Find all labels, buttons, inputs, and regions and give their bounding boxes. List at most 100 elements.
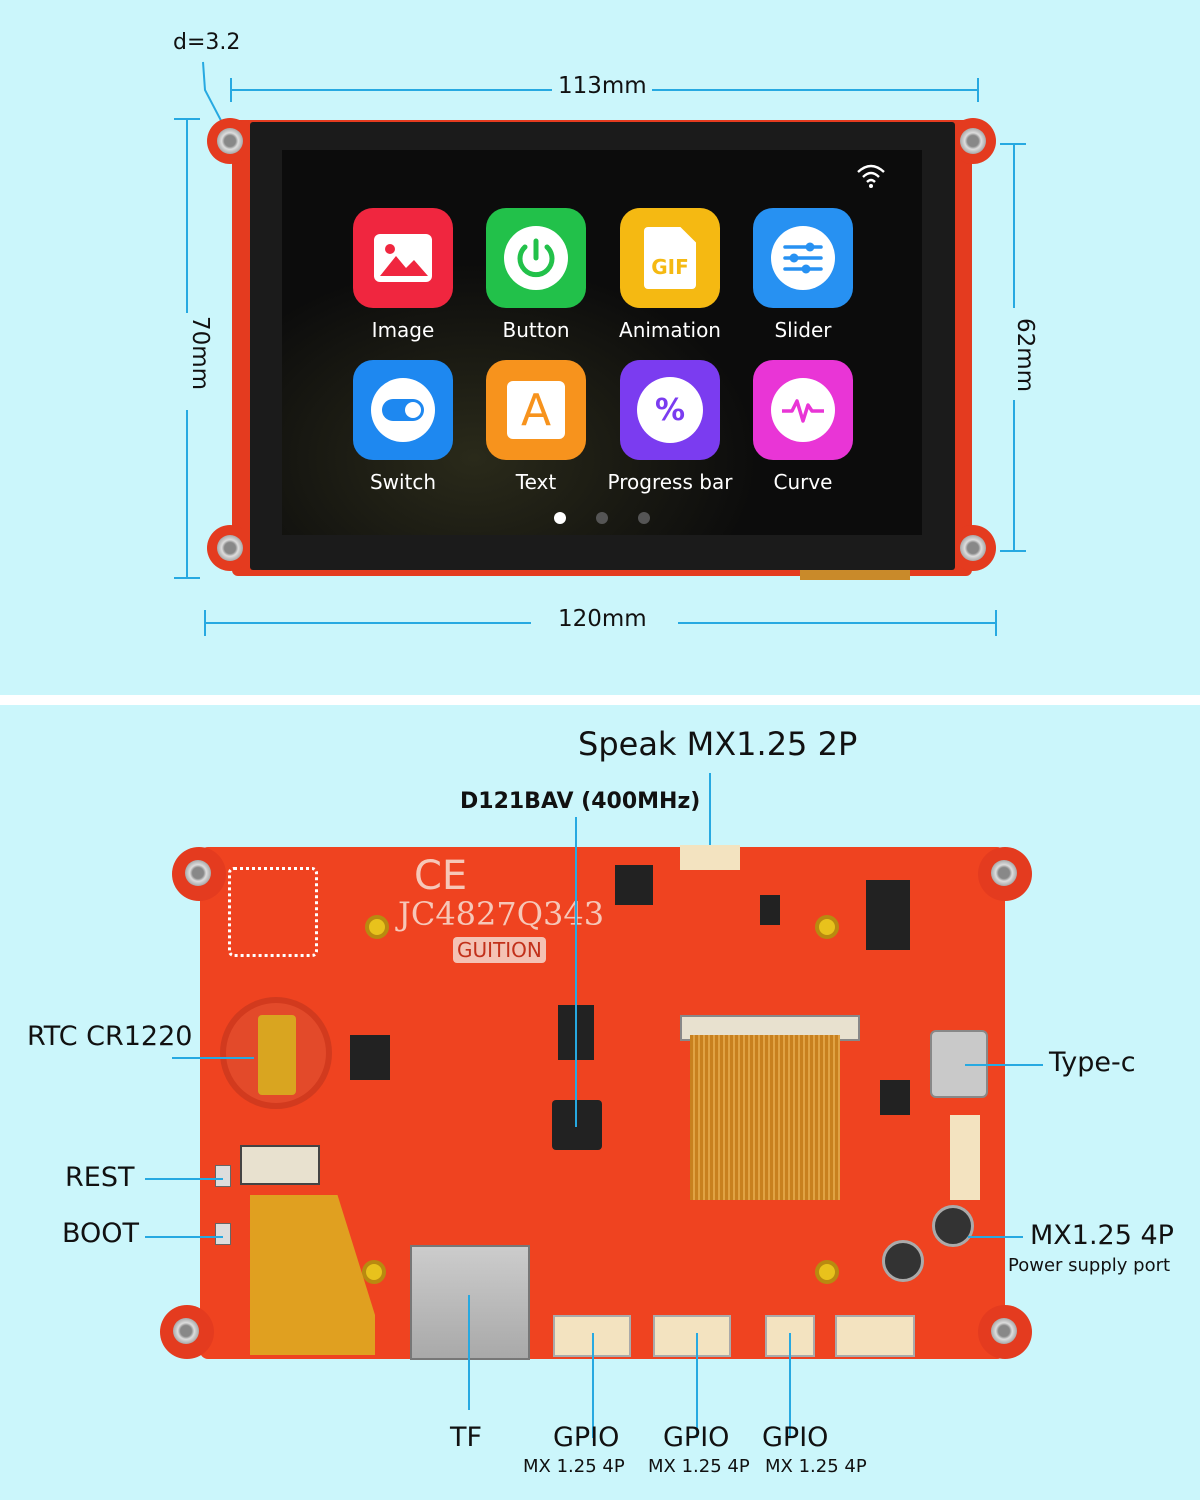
image-icon bbox=[374, 234, 432, 282]
power-port-label: MX1.25 4P bbox=[1030, 1220, 1174, 1251]
mcu-chip bbox=[552, 1100, 602, 1150]
side-connector bbox=[950, 1115, 980, 1200]
ic bbox=[880, 1080, 910, 1115]
app-label: Animation bbox=[619, 318, 721, 342]
chip-label: D121BAV (400MHz) bbox=[460, 789, 701, 814]
ic bbox=[350, 1035, 390, 1080]
dim-tick bbox=[1000, 143, 1026, 145]
type-c-label: Type-c bbox=[1049, 1047, 1136, 1078]
hole-diameter-label: d=3.2 bbox=[173, 30, 241, 55]
dim-line bbox=[1013, 143, 1015, 308]
leader-line bbox=[789, 1333, 791, 1438]
model-silkscreen: JC4827Q343 bbox=[398, 895, 605, 933]
power-port-sublabel: Power supply port bbox=[1008, 1255, 1171, 1276]
dim-tick bbox=[977, 78, 979, 102]
power-connector bbox=[835, 1315, 915, 1357]
app-label: Slider bbox=[774, 318, 832, 342]
app-label: Button bbox=[502, 318, 570, 342]
gif-icon: GIF bbox=[644, 227, 696, 289]
hole-leader-line bbox=[202, 61, 228, 133]
board-width-label: 120mm bbox=[558, 606, 647, 632]
screw-pad bbox=[815, 915, 839, 939]
screw-pad bbox=[362, 1260, 386, 1284]
app-progress-bar[interactable]: % bbox=[620, 360, 720, 460]
antenna-pad bbox=[228, 867, 318, 957]
app-image[interactable] bbox=[353, 208, 453, 308]
dim-line bbox=[678, 622, 996, 624]
brand-logo: GUITION bbox=[453, 937, 546, 963]
dim-tick bbox=[174, 118, 200, 120]
gpio-sublabel: MX 1.25 4P bbox=[648, 1456, 750, 1477]
screw-pad bbox=[815, 1260, 839, 1284]
pulse-icon bbox=[771, 378, 835, 442]
ic bbox=[760, 895, 780, 925]
leader-line bbox=[696, 1333, 698, 1438]
leader-line bbox=[145, 1236, 223, 1238]
app-switch[interactable] bbox=[353, 360, 453, 460]
app-curve[interactable] bbox=[753, 360, 853, 460]
screen-height-label: 62mm bbox=[1012, 317, 1039, 393]
leader-line bbox=[968, 1236, 1023, 1238]
dim-line bbox=[186, 410, 188, 578]
mount-hole bbox=[185, 860, 211, 886]
dim-line bbox=[206, 622, 531, 624]
mount-hole bbox=[217, 535, 243, 561]
dim-tick bbox=[1000, 550, 1026, 552]
gpio-sublabel: MX 1.25 4P bbox=[765, 1456, 867, 1477]
text-icon: A bbox=[507, 381, 565, 439]
ribbon-cable bbox=[690, 1035, 840, 1200]
gpio-label: GPIO bbox=[663, 1422, 730, 1453]
boot-button[interactable] bbox=[215, 1223, 231, 1245]
app-label: Switch bbox=[369, 470, 437, 494]
flex-cable bbox=[800, 568, 910, 580]
leader-line bbox=[172, 1057, 254, 1059]
fpc-connector bbox=[240, 1145, 320, 1185]
dim-tick bbox=[204, 610, 206, 636]
gpio-label: GPIO bbox=[762, 1422, 829, 1453]
app-animation[interactable]: GIF bbox=[620, 208, 720, 308]
battery-clip bbox=[258, 1015, 296, 1095]
gpio-label: GPIO bbox=[553, 1422, 620, 1453]
screw-pad bbox=[365, 915, 389, 939]
dim-tick bbox=[174, 577, 200, 579]
gpio-sublabel: MX 1.25 4P bbox=[523, 1456, 625, 1477]
mount-hole bbox=[173, 1318, 199, 1344]
tf-card-slot bbox=[410, 1245, 530, 1360]
app-label: Curve bbox=[773, 470, 833, 494]
dim-line bbox=[652, 89, 977, 91]
app-slider[interactable] bbox=[753, 208, 853, 308]
app-label: Text bbox=[515, 470, 557, 494]
rest-label: REST bbox=[65, 1162, 135, 1193]
capacitor bbox=[882, 1240, 924, 1282]
leader-line bbox=[575, 817, 577, 1127]
app-text[interactable]: A bbox=[486, 360, 586, 460]
leader-line bbox=[145, 1178, 223, 1180]
rtc-label: RTC CR1220 bbox=[27, 1021, 193, 1052]
app-button[interactable] bbox=[486, 208, 586, 308]
leader-line bbox=[709, 773, 711, 851]
boot-label: BOOT bbox=[62, 1218, 140, 1249]
gpio-connector bbox=[653, 1315, 731, 1357]
app-label: Image bbox=[371, 318, 435, 342]
dim-line bbox=[232, 89, 552, 91]
ic bbox=[615, 865, 653, 905]
dim-tick bbox=[995, 610, 997, 636]
sliders-icon bbox=[771, 226, 835, 290]
board-height-label: 70mm bbox=[187, 315, 214, 391]
mount-hole bbox=[960, 128, 986, 154]
dim-line bbox=[186, 118, 188, 313]
leader-line bbox=[965, 1064, 1043, 1066]
capacitor bbox=[932, 1205, 974, 1247]
page-dot[interactable] bbox=[638, 512, 650, 524]
mount-hole bbox=[217, 128, 243, 154]
ce-mark: CE bbox=[414, 853, 468, 899]
page-dot[interactable] bbox=[596, 512, 608, 524]
mount-hole bbox=[960, 535, 986, 561]
speaker-connector bbox=[680, 845, 740, 870]
mount-hole bbox=[991, 1318, 1017, 1344]
tf-label: TF bbox=[450, 1422, 483, 1453]
reset-button[interactable] bbox=[215, 1165, 231, 1187]
page-dot-active[interactable] bbox=[554, 512, 566, 524]
leader-line bbox=[468, 1295, 470, 1410]
mount-hole bbox=[991, 860, 1017, 886]
